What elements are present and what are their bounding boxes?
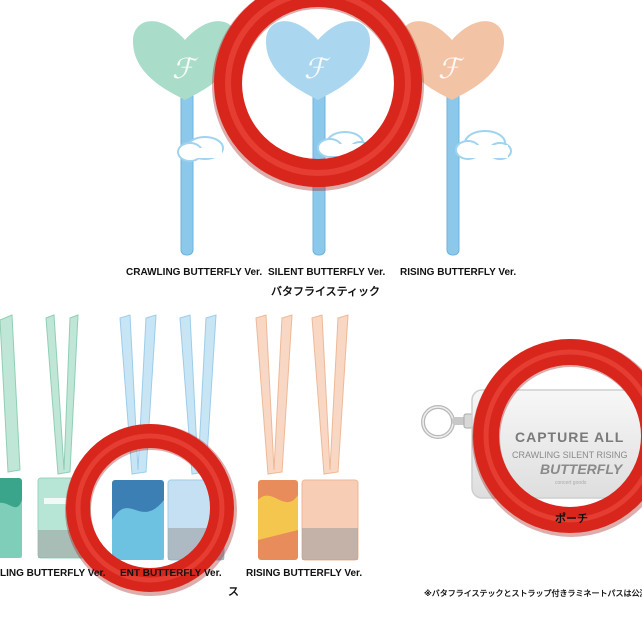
lanyard-label-mid: ENT BUTTERFLY Ver.: [120, 568, 222, 579]
keyring-icon: [421, 405, 475, 439]
cloud-icon: [177, 136, 224, 162]
pouch: CAPTURE ALL CRAWLING SILENT RISING BUTTE…: [421, 389, 642, 499]
stick-caption: バタフライスティック: [271, 286, 381, 298]
butterfly-stick-blue: ℱ: [265, 21, 371, 256]
lanyard-orange-2: [301, 314, 359, 561]
butterfly-head-blue: [265, 21, 371, 101]
butterfly-head-green: [132, 21, 238, 101]
cloud-icon: [455, 130, 512, 160]
stick-label-silent: SILENT BUTTERFLY Ver.: [268, 267, 386, 278]
lanyard-label-right: RISING BUTTERFLY Ver.: [246, 568, 363, 579]
butterfly-stick-green: ℱ: [132, 21, 238, 256]
stick-label-crawling: CRAWLING BUTTERFLY Ver.: [126, 267, 263, 278]
lanyard-label-left: LING BUTTERFLY Ver.: [0, 568, 106, 579]
lanyard-caption: ス: [228, 586, 239, 598]
lanyard-green-1: [0, 314, 22, 558]
stick-label-rising: RISING BUTTERFLY Ver.: [400, 267, 517, 278]
pouch-label: ポーチ: [555, 513, 588, 525]
butterfly-head-orange: [399, 21, 505, 101]
pouch-subtitle: CRAWLING SILENT RISING: [512, 450, 628, 460]
footnote: ※バタフライステックとストラップ付きラミネートパスは公演日: [424, 589, 642, 598]
pouch-tiny-text: concert goods: [555, 480, 587, 486]
pouch-brand: BUTTERFLY: [540, 461, 624, 477]
butterfly-stick-orange: ℱ: [399, 21, 512, 256]
pouch-title: CAPTURE ALL: [515, 429, 624, 445]
lanyard-orange-1: [255, 314, 298, 560]
